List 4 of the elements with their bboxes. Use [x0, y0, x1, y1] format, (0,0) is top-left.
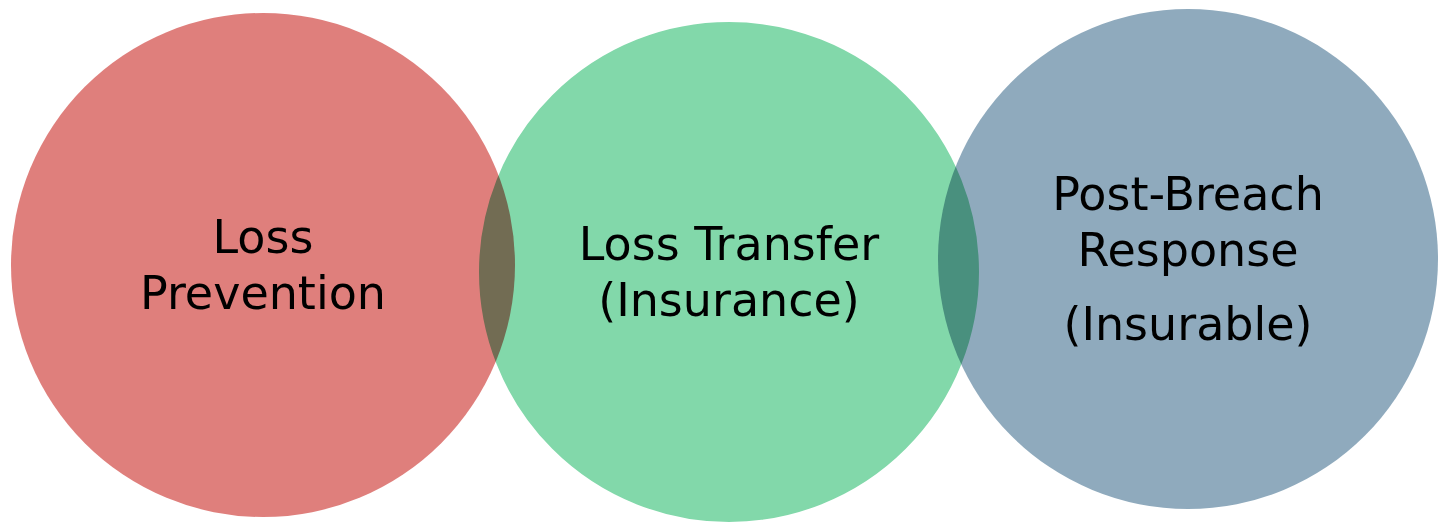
- circle-subheading: (Insurable): [1063, 296, 1313, 352]
- circle-heading: Loss Transfer (Insurance): [577, 216, 881, 328]
- circle-heading: Loss Prevention: [139, 209, 387, 321]
- circle-heading: Post-Breach Response: [1051, 166, 1325, 278]
